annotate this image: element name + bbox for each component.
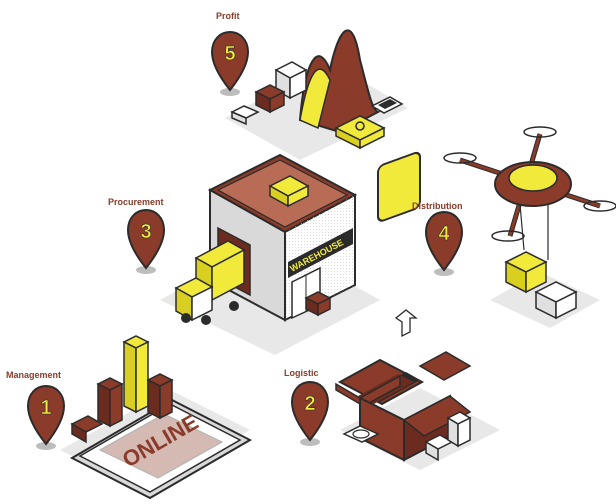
pin-4-icon: 4: [426, 212, 462, 276]
pin-4-number: 4: [438, 223, 450, 245]
drone-icon: [444, 127, 616, 260]
pin-5-number: 5: [224, 43, 235, 65]
warehouse-scene: WAREHOUSE 3: [128, 155, 380, 355]
distribution-label: Distribution: [412, 201, 463, 211]
procurement-label: Procurement: [108, 197, 164, 207]
profit-scene: 5: [212, 30, 408, 160]
pin-3-number: 3: [140, 221, 151, 243]
logistic-label: Logistic: [284, 368, 319, 378]
management-scene: ONLINE 1: [28, 336, 250, 498]
distribution-scene: 4: [426, 127, 616, 328]
pin-1-number: 1: [40, 397, 51, 419]
management-label: Management: [6, 370, 61, 380]
profit-label: Profit: [216, 11, 240, 21]
pin-1-icon: 1: [28, 386, 64, 450]
pin-5-icon: 5: [212, 32, 248, 96]
pin-2-icon: 2: [292, 382, 328, 446]
pin-3-icon: 3: [128, 210, 164, 274]
pin-2-number: 2: [304, 393, 315, 415]
upload-bubble-icon: [378, 151, 420, 336]
